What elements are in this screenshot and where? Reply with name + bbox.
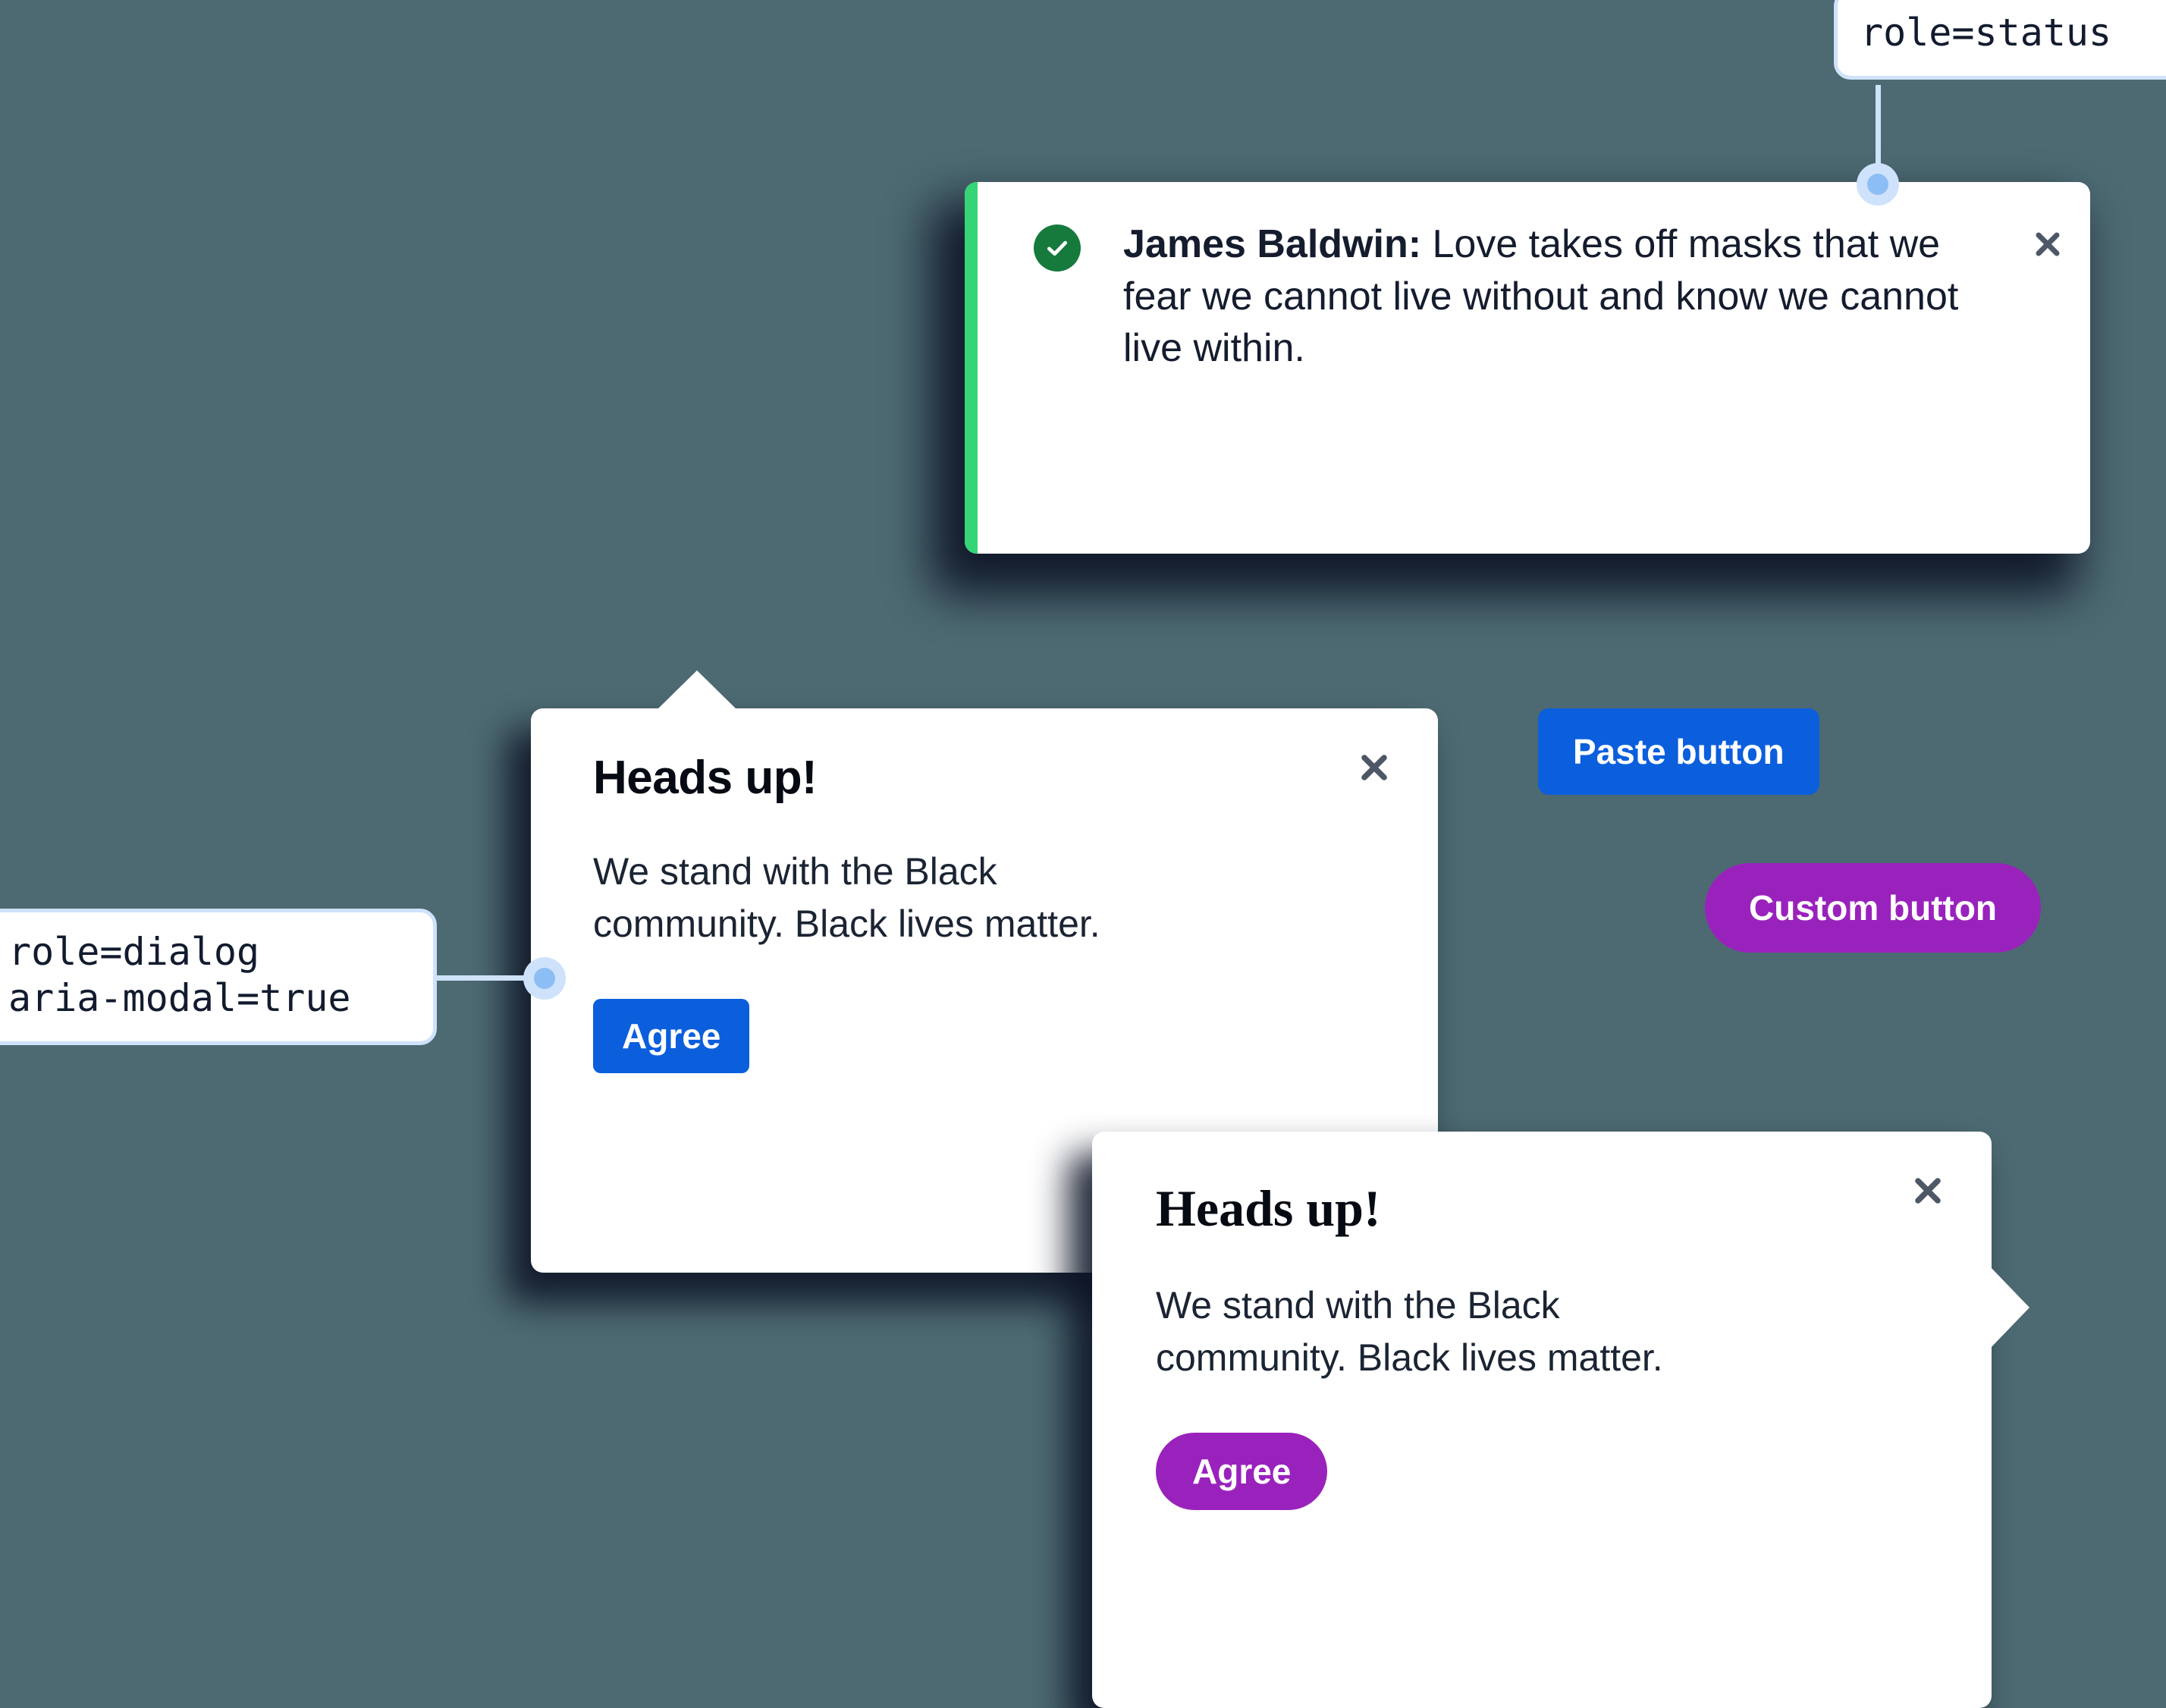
close-icon[interactable] [1908, 1171, 1948, 1210]
dialog-default-body: We stand with the Black community. Black… [593, 850, 1100, 945]
annotation-label-role-status: role=status [1834, 0, 2166, 80]
dialog-default-agree-button[interactable]: Agree [593, 999, 750, 1073]
paste-button[interactable]: Paste button [1538, 708, 1819, 795]
annotation-connector-line-dialog [422, 975, 543, 981]
toast-message: James Baldwin: Love takes off masks that… [1081, 218, 2005, 554]
dialog-custom-agree-button[interactable]: Agree [1156, 1433, 1328, 1510]
dialog-custom-title: Heads up! [1156, 1179, 1381, 1237]
toast-close-wrap[interactable] [2005, 218, 2066, 554]
annotation-label-role-dialog: role=dialog aria-modal=true [0, 909, 437, 1045]
dialog-default-title: Heads up! [593, 752, 818, 804]
dialog-default-close-button[interactable] [1355, 748, 1394, 787]
status-toast: James Baldwin: Love takes off masks that… [965, 182, 2090, 554]
toast-accent-bar [965, 182, 978, 554]
dialog-custom-body: We stand with the Black community. Black… [1156, 1284, 1663, 1379]
annotation-connector-dot-dialog [523, 957, 566, 1000]
annotation-connector-line-status [1876, 85, 1881, 187]
dialog-pointer-right-icon [1990, 1267, 2029, 1349]
toast-author: James Baldwin: [1123, 222, 1422, 266]
close-icon[interactable] [2029, 226, 2066, 262]
check-circle-icon [1034, 224, 1081, 272]
dialog-custom-close-button[interactable] [1908, 1171, 1948, 1210]
dialog-custom: Heads up! We stand with the Black commun… [1092, 1132, 2029, 1708]
toast-body: James Baldwin: Love takes off masks that… [978, 182, 2090, 554]
annotation-connector-dot-status [1857, 163, 1899, 206]
toast-icon-wrap [1034, 224, 1081, 554]
close-icon[interactable] [1355, 748, 1394, 787]
toast-quote: Love takes off masks that we fear we can… [1123, 222, 1959, 371]
dialog-pointer-up-icon [657, 670, 737, 710]
custom-button[interactable]: Custom button [1705, 863, 2042, 953]
